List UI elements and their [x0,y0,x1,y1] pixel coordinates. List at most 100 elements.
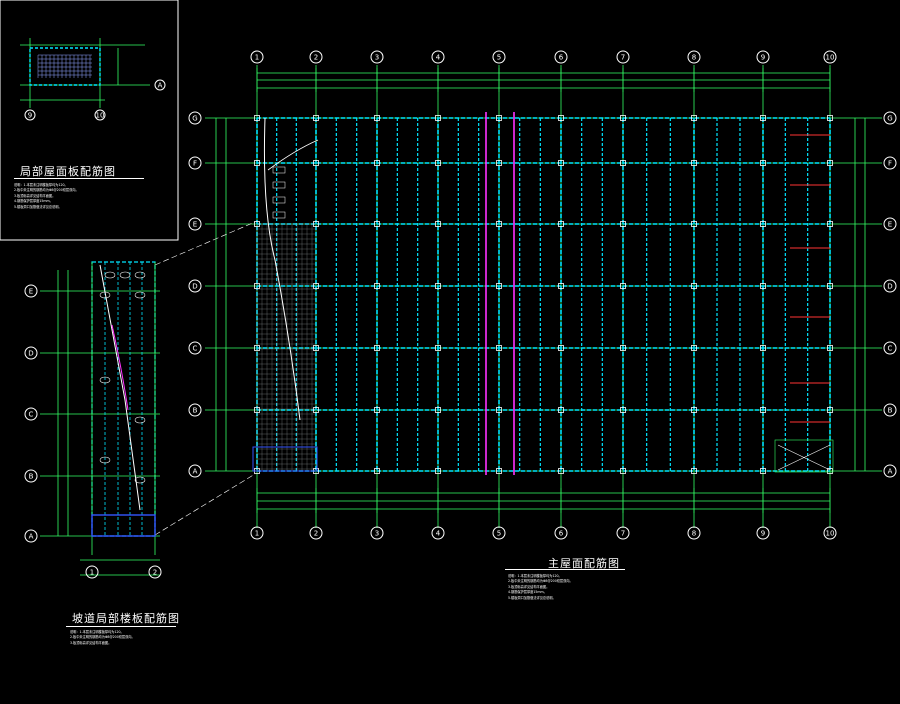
column-2F [313,160,319,166]
column-4G [435,115,441,121]
axis-bubble-bottom-6-circle [554,526,568,540]
detail-roof-bubble-A-circle [154,79,166,91]
detail-roof-frame [0,0,179,241]
axis-bubble-left-D-label: D [192,283,197,291]
axis-bubble-top-4: 4 [431,50,445,64]
axis-bubble-bottom-1-circle [250,526,264,540]
axis-bubble-top-9: 9 [756,50,770,64]
detail-slope-slab-tag-7 [99,456,111,464]
axis-bubble-bottom-10-label: 10 [826,530,835,538]
detail-roof-bubble-10-label: 10 [96,112,105,120]
axis-bubble-top-4-label: 4 [436,54,441,62]
axis-bubble-right-G-circle [883,111,897,125]
axis-bubble-right-E: E [883,217,897,231]
detail-slope-title: 坡道局部楼板配筋图 [72,612,180,625]
axis-bubble-bottom-2-label: 2 [314,530,318,538]
detail-slope-bubble-col-1: 1 [85,565,99,579]
column-4A [435,468,441,474]
axis-bubble-bottom-2-circle [309,526,323,540]
axis-bubble-top-3-label: 3 [375,54,379,62]
detail-slope-bubble-E-circle [24,284,38,298]
detail-slope-slab-tag-1 [119,271,131,279]
detail-roof-bubble-9: 9 [24,109,36,121]
column-8B [691,407,697,413]
axis-bubble-bottom-6-label: 6 [559,530,564,538]
detail-box-bottom-right [774,439,834,473]
detail-slope-slab-tag-4 [134,291,146,299]
axis-bubble-right-C: C [883,341,897,355]
axis-bubble-left-D: D [188,279,202,293]
axis-bubble-right-D-label: D [887,283,892,291]
axis-bubble-bottom-5: 5 [492,526,506,540]
axis-bubble-left-B: B [188,403,202,417]
column-6A [558,468,564,474]
axis-bubble-top-1: 1 [250,50,264,64]
axis-bubble-bottom-4-circle [431,526,445,540]
axis-bubble-bottom-2: 2 [309,526,323,540]
detail-roof-title: 局部屋面板配筋图 [20,165,116,178]
axis-bubble-right-D: D [883,279,897,293]
column-3E [374,221,380,227]
axis-bubble-top-10-label: 10 [826,54,835,62]
detail-slope-bubble-C-label: C [29,411,34,419]
column-5E [496,221,502,227]
axis-bubble-top-9-label: 9 [761,54,765,62]
detail-slope-slab-tag-3 [99,291,111,299]
column-9F [760,160,766,166]
axis-bubble-right-E-label: E [888,221,892,229]
detail-roof-beam-box [29,47,101,86]
detail-slope-bubble-A-label: A [29,533,34,541]
detail-slope-bubble-A-circle [24,529,38,543]
leader-line-bottom [154,473,256,536]
detail-slope-bubble-col-2-label: 2 [153,569,157,577]
axis-bubble-bottom-5-label: 5 [497,530,501,538]
detail-x-2 [777,444,831,471]
axis-bubble-top-8-circle [687,50,701,64]
axis-bubble-bottom-4-label: 4 [436,530,441,538]
column-3D [374,283,380,289]
axis-bubble-left-F-label: F [193,160,197,168]
axis-bubble-right-C-circle [883,341,897,355]
axis-bubble-left-F-circle [188,156,202,170]
column-2G [313,115,319,121]
detail-slope-bubble-C-circle [24,407,38,421]
detail-slope-bubble-col-2: 2 [148,565,162,579]
axis-bubble-bottom-4: 4 [431,526,445,540]
detail-roof-slab [37,54,92,78]
detail-slope-bubble-B: B [24,469,38,483]
detail-slope-bubble-col-1-circle [85,565,99,579]
detail-slope-bubble-D-circle [24,346,38,360]
detail-slope-slab-tag-8 [134,476,146,484]
column-7G [620,115,626,121]
detail-slope-slab-tag-5 [99,376,111,384]
axis-bubble-right-B: B [883,403,897,417]
main-plan-title-underline [505,569,625,570]
detail-slope-bubble-col-2-circle [148,565,162,579]
detail-slope-bubble-A: A [24,529,38,543]
axis-bubble-top-7-circle [616,50,630,64]
axis-bubble-bottom-1-label: 1 [255,530,259,538]
column-6F [558,160,564,166]
axis-bubble-top-6-label: 6 [559,54,564,62]
column-9C [760,345,766,351]
column-8A [691,468,697,474]
leader-line-top [154,221,256,266]
axis-bubble-bottom-1: 1 [250,526,264,540]
column-10B [827,407,833,413]
axis-bubble-bottom-7-circle [616,526,630,540]
column-6G [558,115,564,121]
slab-tag-2 [272,196,286,204]
axis-bubble-right-C-label: C [888,345,893,353]
column-8E [691,221,697,227]
detail-roof-title-underline [14,178,144,179]
column-6D [558,283,564,289]
axis-bubble-top-4-circle [431,50,445,64]
column-4E [435,221,441,227]
axis-bubble-top-3: 3 [370,50,384,64]
column-5C [496,345,502,351]
axis-bubble-left-E-circle [188,217,202,231]
column-3A [374,468,380,474]
detail-slope-slab-tag-2 [134,271,146,279]
